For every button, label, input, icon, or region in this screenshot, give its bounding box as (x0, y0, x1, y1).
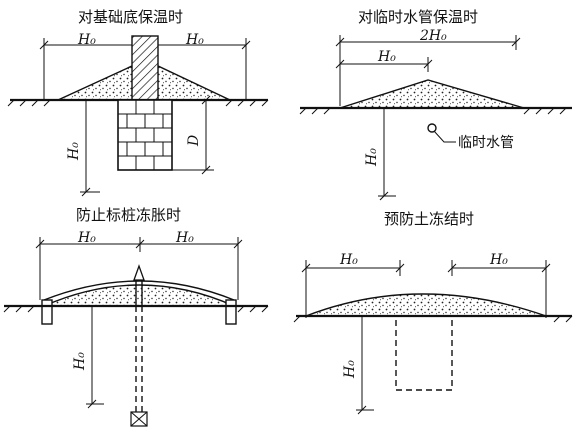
dimension-vertical-left: H₀ (66, 100, 100, 197)
dim-label-vertical: H₀ (364, 148, 380, 167)
pipe-label: 临时水管 (458, 135, 514, 151)
panel-water-pipe: 对临时水管保温时 2H₀ H₀ H₀ 临时水管 (299, 8, 572, 201)
dimension-top-right: H₀ (447, 252, 551, 318)
dim-label-right: H₀ (185, 32, 204, 48)
panel-title: 防止标桩冻胀时 (76, 206, 181, 224)
dimension-vertical: H₀ (72, 306, 104, 409)
panel-stake: 防止标桩冻胀时 H₀ H₀ (3, 206, 269, 427)
dim-label-right: H₀ (489, 252, 508, 268)
dim-label-left: H₀ (77, 230, 96, 246)
dim-label-vertical: H₀ (66, 142, 82, 161)
insulation-mound (305, 293, 547, 317)
dimension-vertical: H₀ (364, 108, 396, 201)
panel-soil: 预防土冻结时 H₀ H₀ H₀ (293, 210, 573, 415)
dimension-top: 2H₀ H₀ (335, 28, 521, 106)
protected-soil-zone (395, 315, 453, 391)
dimension-top: H₀ H₀ (35, 230, 243, 300)
right-support (225, 299, 237, 325)
dim-label-vertical: H₀ (342, 360, 358, 379)
dimension-vertical: H₀ (342, 316, 374, 415)
stake (130, 264, 148, 427)
dim-label-right: H₀ (175, 230, 194, 246)
dim-label-depth: D (186, 135, 202, 147)
left-support (41, 299, 53, 325)
panel-foundation: 对基础底保温时 H₀ H₀ (7, 8, 269, 197)
insulation-mound (43, 284, 235, 307)
cover-board (43, 280, 235, 301)
panel-title: 对基础底保温时 (78, 8, 183, 26)
dimension-vertical-right: D (172, 95, 214, 175)
dim-label-left: H₀ (77, 32, 96, 48)
dimension-top: H₀ H₀ (39, 32, 251, 100)
panel-title: 对临时水管保温时 (358, 8, 478, 26)
pipe-callout: 临时水管 (427, 123, 514, 151)
foundation-wall (131, 35, 159, 101)
panel-title: 预防土冻结时 (384, 210, 474, 228)
dimension-top-left: H₀ (301, 252, 405, 318)
dim-label-left: H₀ (339, 252, 358, 268)
dim-label-h: H₀ (377, 49, 396, 65)
dim-label-2h: 2H₀ (419, 28, 447, 44)
pipe-icon (427, 123, 437, 133)
insulation-mound (339, 79, 525, 109)
brick-footing (117, 99, 173, 171)
dim-label-vertical: H₀ (72, 352, 88, 371)
